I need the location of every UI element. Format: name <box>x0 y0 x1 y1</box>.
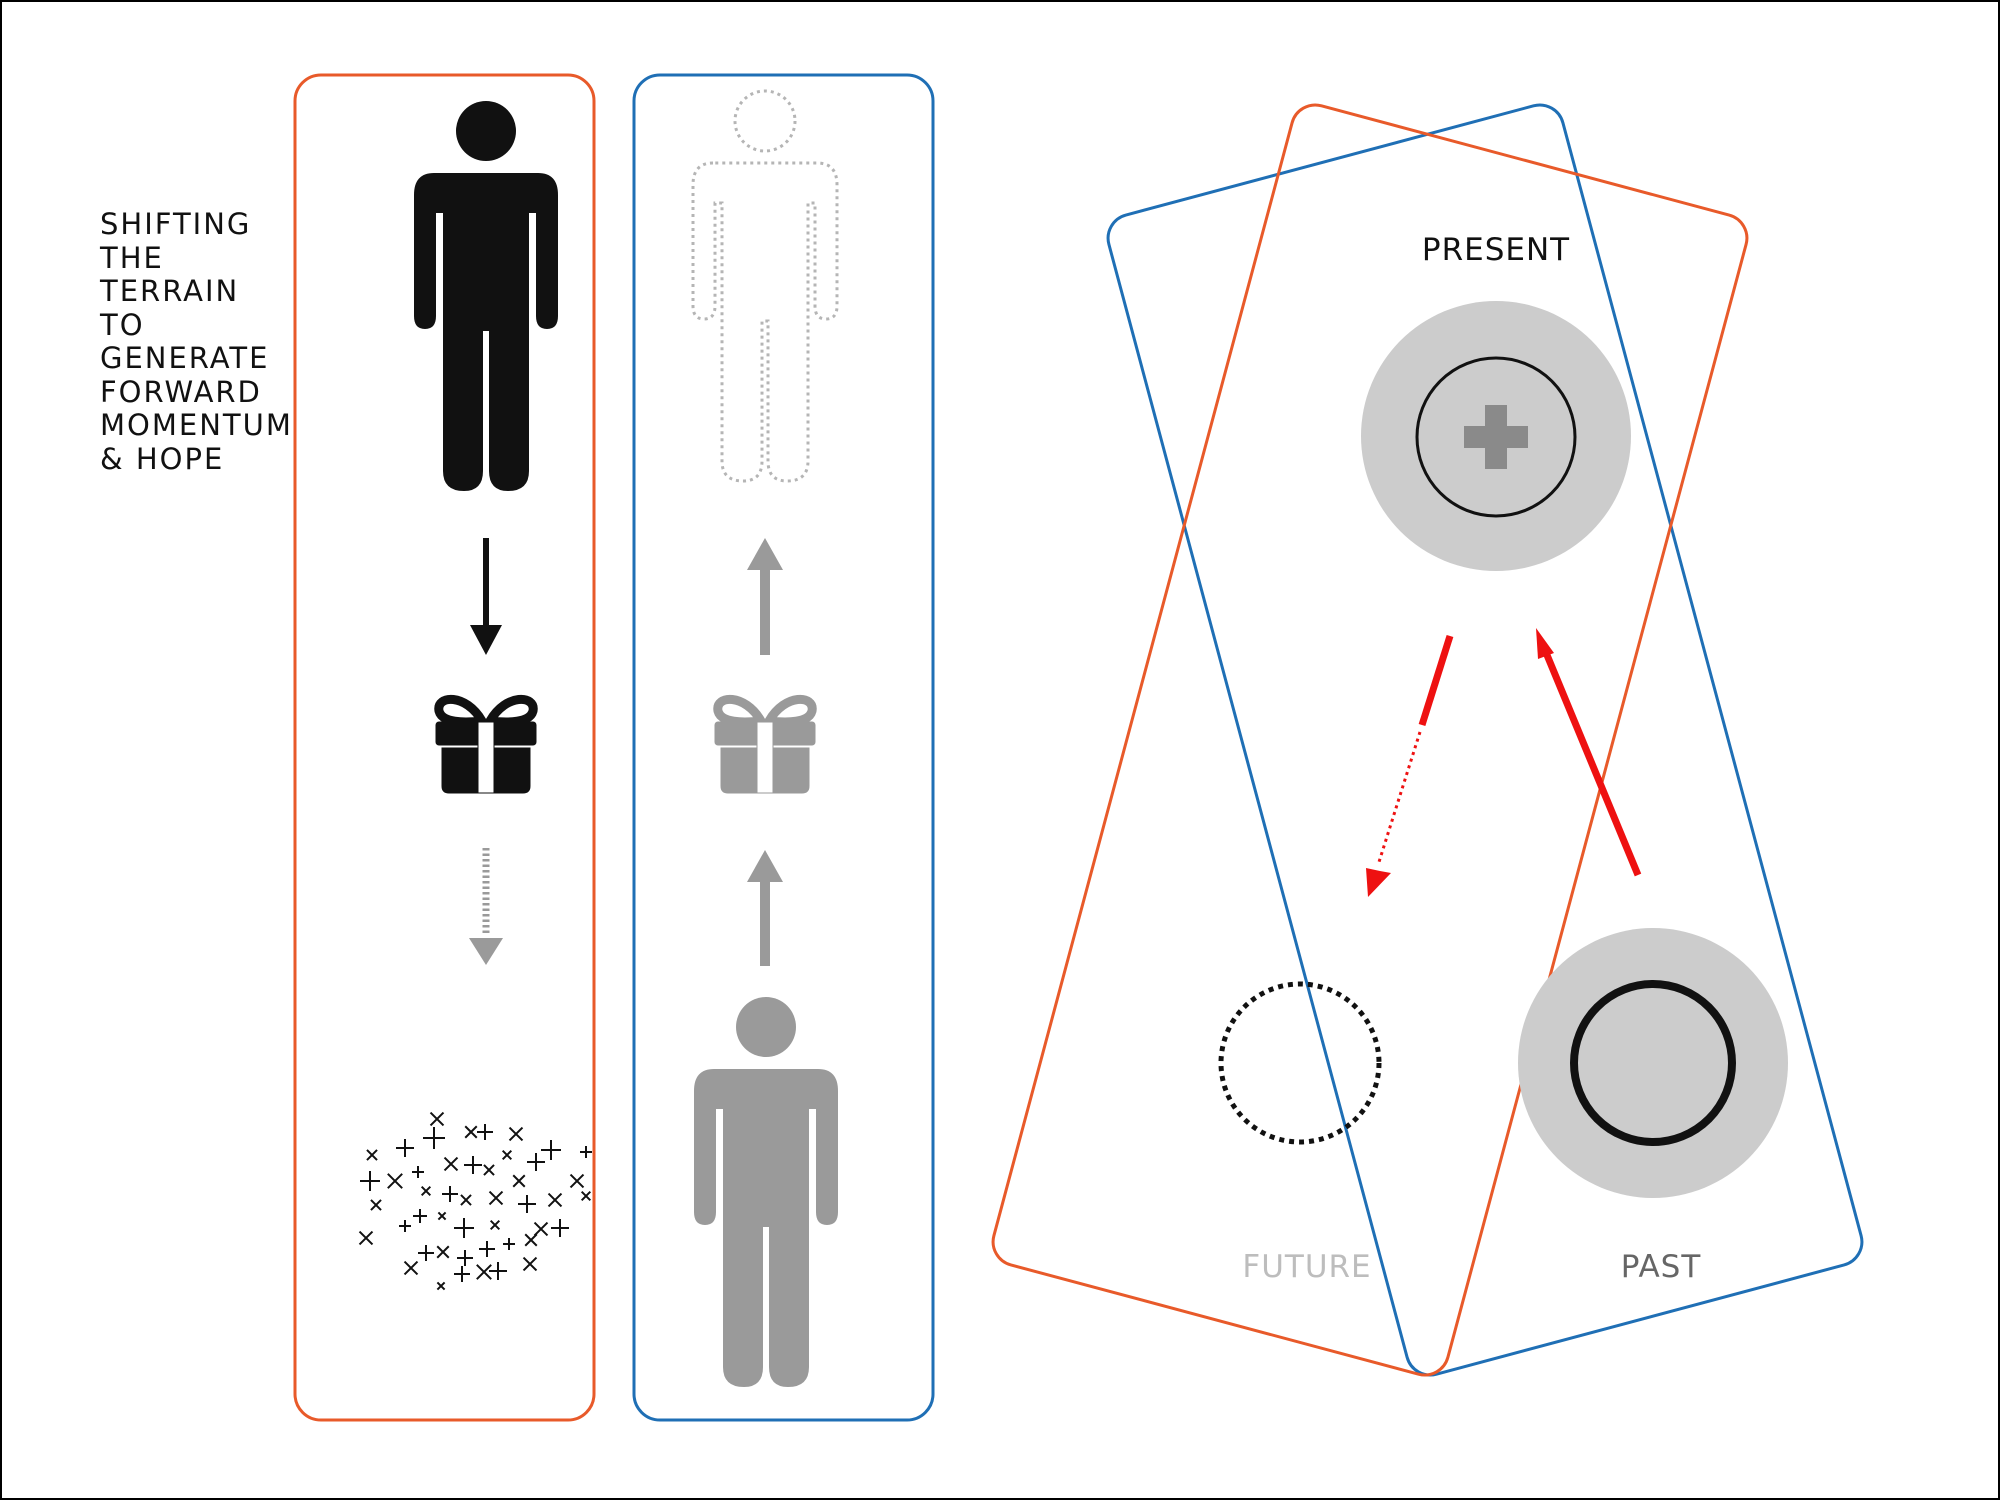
filled-circle-icon <box>1518 928 1788 1198</box>
cross-mark <box>580 1190 592 1202</box>
cross-mark <box>429 1111 445 1127</box>
cross-mark <box>399 1220 411 1232</box>
cross-mark <box>396 1139 414 1157</box>
cross-mark <box>460 1194 472 1206</box>
plus-circle-icon <box>1361 301 1631 571</box>
cross-mark <box>443 1156 459 1172</box>
dotted-arrow-down-icon <box>469 848 503 965</box>
cross-mark <box>436 1281 446 1291</box>
gift-icon <box>436 699 536 793</box>
person-icon <box>694 997 838 1387</box>
cross-mark <box>454 1266 470 1282</box>
cross-mark <box>569 1173 585 1189</box>
person-icon <box>414 101 558 491</box>
cross-mark <box>464 1125 478 1139</box>
cross-mark <box>503 1238 515 1250</box>
title-line: TO <box>100 307 145 342</box>
cross-mark <box>413 1209 427 1223</box>
cross-mark <box>483 1164 495 1176</box>
dotted-circle-icon <box>1218 981 1382 1145</box>
cross-mark <box>508 1126 524 1142</box>
title-line: MOMENTUM <box>100 408 293 442</box>
gift-icon <box>715 699 815 793</box>
cross-mark <box>489 1262 507 1280</box>
left-column-frame <box>293 73 596 1422</box>
cross-mark <box>457 1250 473 1266</box>
scattered-crosses-icon <box>358 1111 592 1291</box>
cross-mark <box>547 1192 563 1208</box>
cross-mark <box>412 1166 424 1178</box>
cross-mark <box>477 1124 493 1140</box>
side-title: SHIFTING THE TERRAIN TO GENERATE FORWARD… <box>100 207 300 476</box>
cross-mark <box>442 1186 458 1202</box>
cross-mark <box>541 1140 561 1160</box>
cross-mark <box>524 1233 538 1247</box>
cross-mark <box>512 1174 526 1188</box>
right-column-frame <box>632 73 935 1422</box>
cross-mark <box>533 1221 549 1237</box>
cross-mark <box>464 1156 482 1174</box>
past-card-frame <box>1106 103 1864 1377</box>
cross-mark <box>454 1218 474 1238</box>
cross-mark <box>518 1195 536 1213</box>
red-arrow-to-future <box>1366 634 1454 897</box>
cross-mark <box>489 1219 501 1231</box>
cross-mark <box>420 1185 432 1197</box>
arrow-down-icon <box>470 538 502 655</box>
cross-mark <box>551 1219 569 1237</box>
cross-mark <box>360 1171 380 1191</box>
cross-mark <box>479 1241 495 1257</box>
title-line: FORWARD <box>100 374 262 409</box>
cross-mark <box>488 1190 504 1206</box>
past-label: PAST <box>1621 1249 1702 1285</box>
title-line: THE <box>100 240 164 275</box>
dotted-person-outline-icon <box>691 89 839 483</box>
cross-mark <box>358 1230 374 1246</box>
cross-mark <box>437 1211 447 1221</box>
arrow-up-icon <box>747 850 783 966</box>
cross-mark <box>423 1127 445 1149</box>
present-label: PRESENT <box>1422 232 1570 268</box>
cross-mark <box>436 1245 450 1259</box>
cross-mark <box>366 1149 378 1161</box>
title-line: GENERATE <box>100 341 270 375</box>
cross-mark <box>370 1199 382 1211</box>
cross-mark <box>522 1256 538 1272</box>
cross-mark <box>527 1153 545 1171</box>
cross-mark <box>403 1260 419 1276</box>
cross-mark <box>476 1264 492 1280</box>
title-line: & HOPE <box>100 441 225 476</box>
title-line: TERRAIN <box>100 274 240 308</box>
cross-mark <box>387 1173 403 1189</box>
cross-mark <box>418 1245 434 1261</box>
title-line: SHIFTING <box>100 207 252 241</box>
red-arrow-to-present <box>1536 628 1642 877</box>
cross-mark <box>580 1146 592 1158</box>
future-card-frame <box>991 103 1749 1377</box>
cross-mark <box>501 1149 513 1161</box>
arrow-up-icon <box>747 538 783 655</box>
future-label: FUTURE <box>1242 1249 1371 1285</box>
